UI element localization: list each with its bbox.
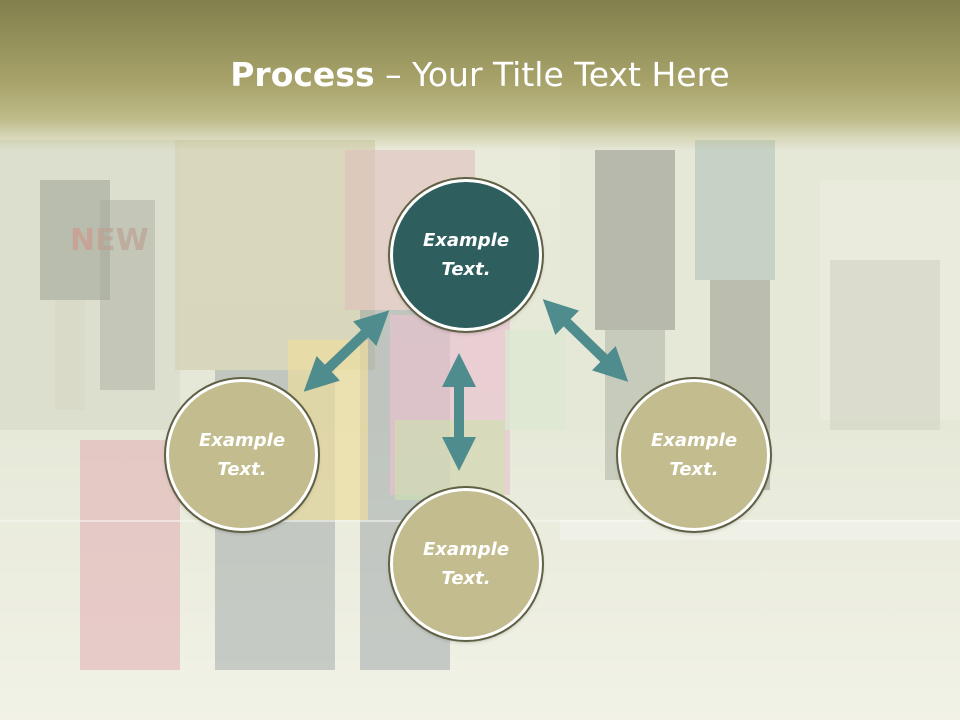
bottom-node-line2: Text.	[441, 568, 491, 589]
center-node-line2: Text.	[441, 259, 491, 280]
title-rest: Your Title Text Here	[412, 55, 730, 94]
title-band	[0, 0, 960, 150]
left-node-line2: Text.	[217, 459, 267, 480]
arrow-center-right	[542, 299, 629, 382]
arrow-center-left	[303, 310, 390, 392]
left-node-line1: Example	[198, 430, 286, 451]
right-circle-node[interactable]: Example Text.	[618, 379, 770, 531]
center-node-line1: Example	[422, 230, 510, 251]
slide-title: Process – Your Title Text Here	[0, 48, 960, 102]
title-bold-word: Process	[230, 55, 375, 94]
bottom-node-line1: Example	[422, 539, 510, 560]
svg-text:NEW: NEW	[70, 223, 149, 258]
right-node-line2: Text.	[669, 459, 719, 480]
right-node-line1: Example	[650, 430, 738, 451]
title-separator: –	[385, 55, 402, 94]
bottom-circle-node[interactable]: Example Text.	[390, 488, 542, 640]
center-circle-node[interactable]: Example Text.	[390, 179, 542, 331]
left-circle-node[interactable]: Example Text.	[166, 379, 318, 531]
